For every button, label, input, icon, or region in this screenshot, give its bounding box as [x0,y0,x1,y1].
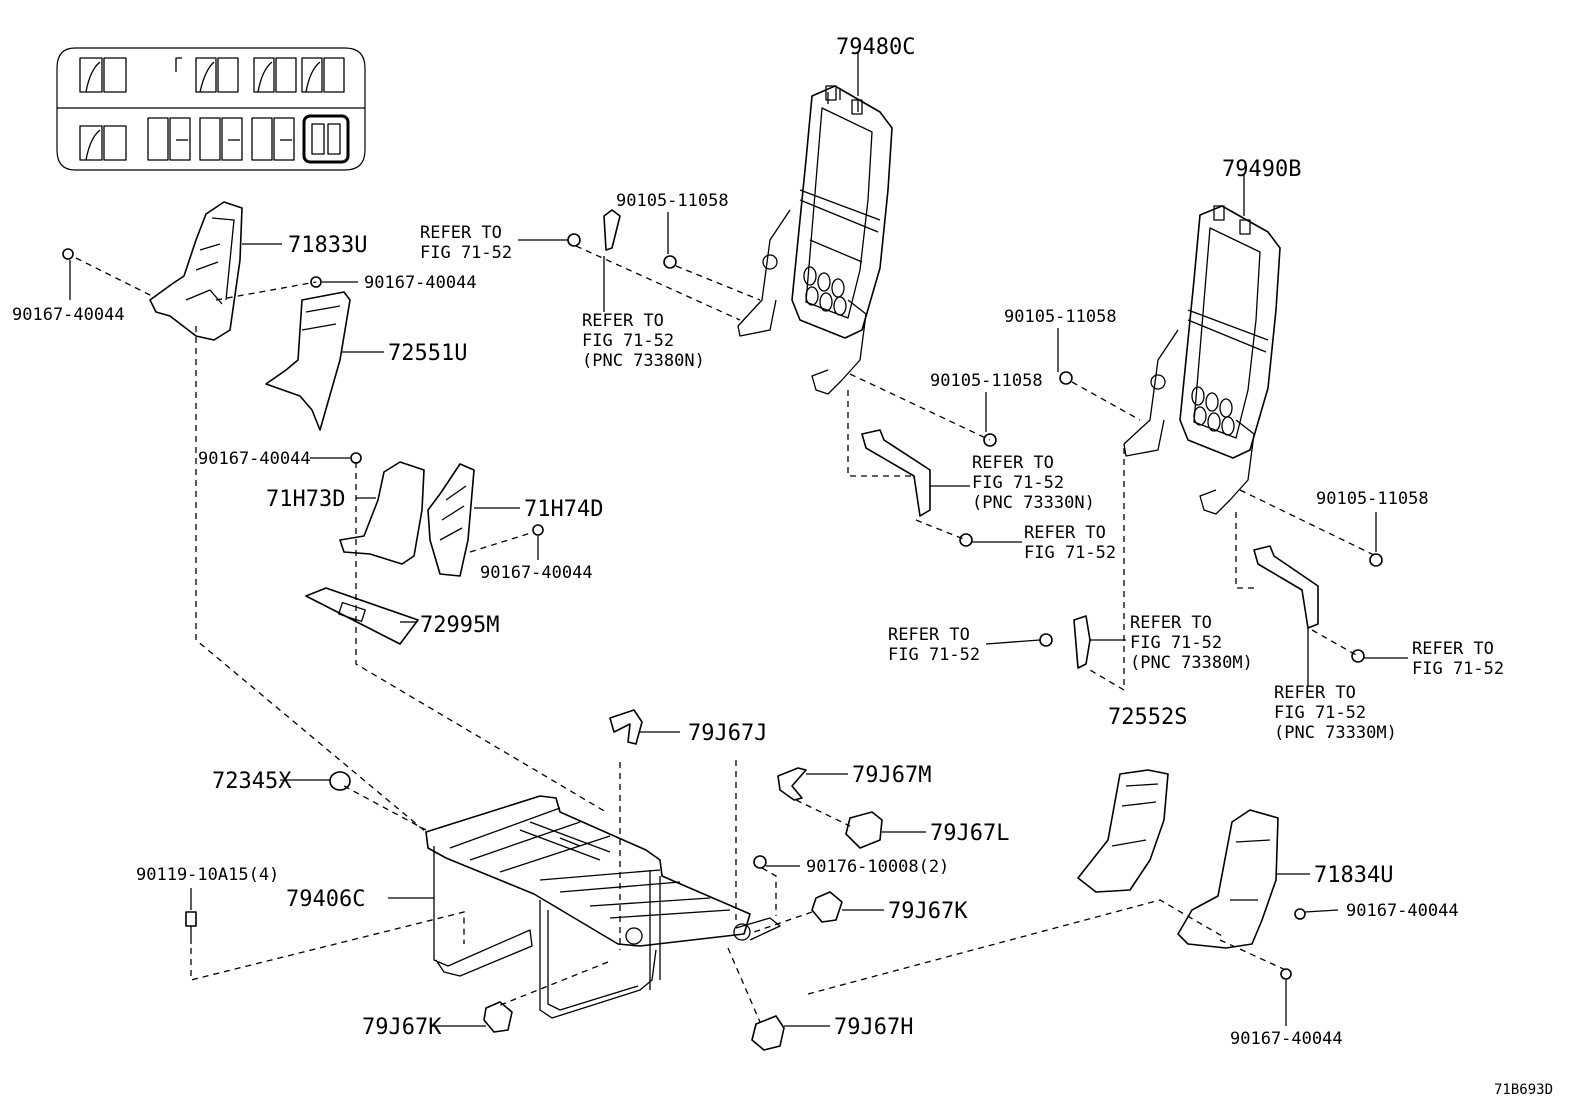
refer-note-8-line2: FIG 71-52 [1274,703,1366,723]
refer-notes: REFER TO FIG 71-52 REFER TO FIG 71-52 (P… [420,223,1504,743]
label-90167-b: 90167-40044 [364,273,477,293]
seat-cover-72551U [265,291,351,431]
label-71834U: 71834U [1314,863,1393,888]
refer-note-6-line2: FIG 71-52 [1130,633,1222,653]
refer-note-8-line1: REFER TO [1274,683,1356,703]
label-71833U: 71833U [288,233,367,258]
refer-note-3-line1: REFER TO [972,453,1054,473]
label-72345X: 72345X [212,769,292,794]
label-79J67M: 79J67M [852,763,931,788]
seatback-frame-79490B [1123,205,1281,515]
label-79J67J: 79J67J [688,721,767,746]
refer-note-5-line2: FIG 71-52 [888,645,980,665]
label-90176: 90176-10008(2) [806,857,949,877]
part-labels: 79480C 79490B 71833U 72551U 71H73D 71H74… [12,35,1553,1098]
refer-note-5-line1: REFER TO [888,625,970,645]
label-79480C: 79480C [836,35,915,60]
label-71H74D: 71H74D [524,497,603,522]
label-79J67L: 79J67L [930,821,1009,846]
label-90105-d: 90105-11058 [1316,489,1429,509]
refer-note-7-line1: REFER TO [1412,639,1494,659]
label-90105-b: 90105-11058 [930,371,1043,391]
refer-note-2-line1: REFER TO [582,311,664,331]
label-79406C: 79406C [286,887,365,912]
refer-note-3-line3: (PNC 73330N) [972,493,1095,513]
label-90105-c: 90105-11058 [1004,307,1117,327]
label-79J67K-right: 79J67K [888,899,968,924]
seatback-frame-79480C [737,85,893,395]
leader-lines [69,52,1408,1027]
label-72551U: 72551U [388,341,467,366]
refer-note-3-line2: FIG 71-52 [972,473,1064,493]
diagram-id: 71B693D [1494,1082,1553,1098]
label-90105-a: 90105-11058 [616,191,729,211]
label-79J67H: 79J67H [834,1015,913,1040]
label-90167-d: 90167-40044 [480,563,593,583]
seat-cover-71833U [149,201,243,341]
refer-note-1-line1: REFER TO [420,223,502,243]
refer-note-6-line3: (PNC 73380M) [1130,653,1253,673]
refer-note-2-line3: (PNC 73380N) [582,351,705,371]
refer-note-1-line2: FIG 71-52 [420,243,512,263]
pad-72995M [305,587,419,645]
refer-note-4-line2: FIG 71-52 [1024,543,1116,563]
refer-note-2-line2: FIG 71-52 [582,331,674,351]
label-90167-f: 90167-40044 [1230,1029,1343,1049]
label-79J67K-bottom: 79J67K [362,1015,442,1040]
seat-layout-inset [56,47,366,171]
seat-covers-71H73D-71H74D [339,461,475,577]
refer-note-6-line1: REFER TO [1130,613,1212,633]
seat-cushion-frame-79406C [425,795,781,1019]
label-90167-c: 90167-40044 [198,449,311,469]
label-90167-e: 90167-40044 [1346,901,1459,921]
label-71H73D: 71H73D [266,487,345,512]
refer-note-8-line3: (PNC 73330M) [1274,723,1397,743]
dashed-connections [75,245,1377,1023]
refer-note-4-line1: REFER TO [1024,523,1106,543]
label-72995M: 72995M [420,613,499,638]
label-79490B: 79490B [1222,157,1301,182]
label-90167-a: 90167-40044 [12,305,125,325]
label-90119: 90119-10A15(4) [136,865,279,885]
refer-note-7-line2: FIG 71-52 [1412,659,1504,679]
small-parts [62,209,1383,1051]
label-72552S: 72552S [1108,705,1187,730]
